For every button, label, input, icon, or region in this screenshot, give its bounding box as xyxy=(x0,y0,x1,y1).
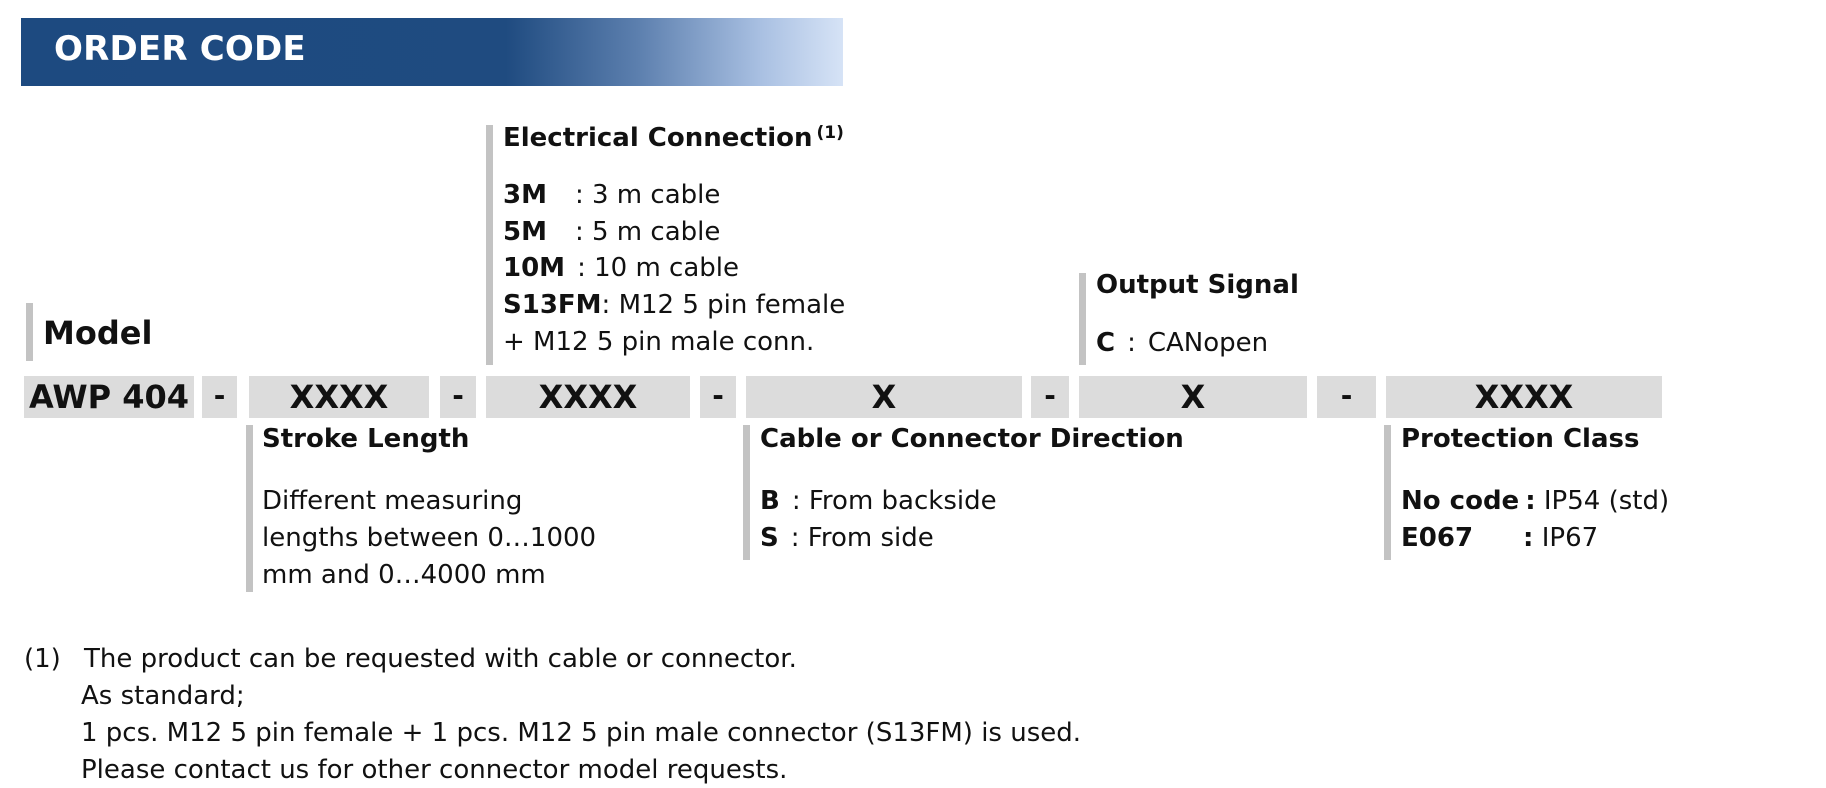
separator-1: - xyxy=(202,376,237,418)
code-stroke-length: XXXX xyxy=(249,376,429,418)
footnote-reference: (1) xyxy=(816,123,844,143)
footnote-line-3: 1 pcs. M12 5 pin female + 1 pcs. M12 5 p… xyxy=(81,718,1082,748)
protection-option-no-code: No code: IP54 (std) xyxy=(1401,486,1670,516)
electrical-connection-marker xyxy=(486,125,493,365)
cable-direction-marker xyxy=(743,425,750,560)
separator-5: - xyxy=(1317,376,1376,418)
output-option-c: C:CANopen xyxy=(1096,328,1269,358)
stroke-length-line-3: mm and 0…4000 mm xyxy=(262,560,546,590)
stroke-length-marker xyxy=(246,425,253,592)
model-marker xyxy=(26,303,33,361)
separator-3: - xyxy=(700,376,736,418)
stroke-length-heading: Stroke Length xyxy=(262,424,470,454)
protection-option-e067: E067: IP67 xyxy=(1401,523,1599,553)
electrical-connection-heading: Electrical Connection(1) xyxy=(503,123,844,153)
model-heading: Model xyxy=(43,314,153,352)
electrical-option-3m: 3M: 3 m cable xyxy=(503,180,721,210)
cable-direction-heading: Cable or Connector Direction xyxy=(760,424,1184,454)
stroke-length-line-1: Different measuring xyxy=(262,486,523,516)
code-protection-class: XXXX xyxy=(1386,376,1662,418)
footnote-mark: (1) xyxy=(24,644,61,674)
order-code-banner: ORDER CODE xyxy=(21,18,843,86)
code-cable-direction: X xyxy=(746,376,1022,418)
page-title: ORDER CODE xyxy=(54,29,306,69)
code-output-signal: X xyxy=(1079,376,1307,418)
electrical-option-continuation: + M12 5 pin male conn. xyxy=(503,327,815,357)
code-electrical-connection: XXXX xyxy=(486,376,690,418)
electrical-option-5m: 5M: 5 m cable xyxy=(503,217,721,247)
protection-class-heading: Protection Class xyxy=(1401,424,1640,454)
direction-option-s: S: From side xyxy=(760,523,934,553)
separator-4: - xyxy=(1031,376,1069,418)
code-model: AWP 404 xyxy=(24,376,194,418)
direction-option-b: B: From backside xyxy=(760,486,997,516)
output-signal-heading: Output Signal xyxy=(1096,270,1299,300)
protection-class-marker xyxy=(1384,425,1391,560)
footnote-line-1: The product can be requested with cable … xyxy=(84,644,797,674)
electrical-option-10m: 10M: 10 m cable xyxy=(503,253,739,283)
separator-2: - xyxy=(440,376,476,418)
footnote-line-4: Please contact us for other connector mo… xyxy=(81,755,788,785)
stroke-length-line-2: lengths between 0…1000 xyxy=(262,523,597,553)
output-signal-marker xyxy=(1079,273,1086,365)
electrical-option-s13fm: S13FM: M12 5 pin female xyxy=(503,290,846,320)
footnote-line-2: As standard; xyxy=(81,681,245,711)
